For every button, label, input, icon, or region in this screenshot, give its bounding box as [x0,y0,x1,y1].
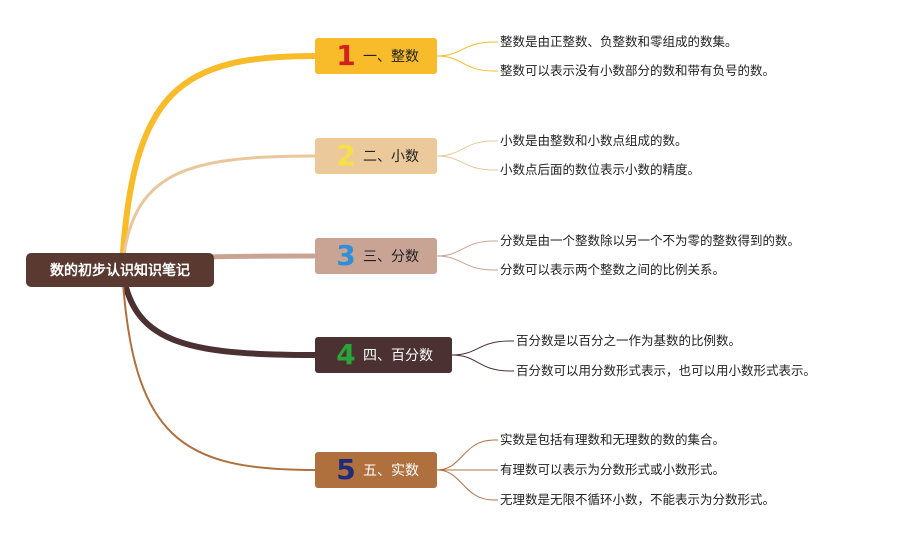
branch-fraction[interactable]: 3 三、分数 [315,238,437,274]
leaf-connector [436,155,498,171]
branch-label: 三、分数 [363,249,419,265]
leaf-note[interactable]: 整数是由正整数、负整数和零组成的数集。 [500,34,738,49]
leaf-note[interactable]: 百分数是以百分之一作为基数的比例数。 [516,333,742,348]
branch-connector [119,53,318,271]
branch-number: 2 [336,139,356,172]
leaf-connector [436,240,498,257]
branch-number: 5 [336,453,356,486]
branch-number: 3 [336,239,356,272]
leaf-connector [436,469,498,501]
branch-connector [119,265,318,358]
leaf-connector [436,55,498,72]
branch-real-number[interactable]: 5 五、实数 [315,452,437,488]
branch-integer[interactable]: 1 一、整数 [315,38,437,74]
leaf-note[interactable]: 百分数可以用分数形式表示，也可以用小数形式表示。 [516,363,817,378]
leaf-note[interactable]: 分数是由一个整数除以另一个不为零的整数得到的数。 [500,233,801,248]
leaf-connector [436,255,498,271]
branch-label: 五、实数 [363,463,419,479]
branch-number: 1 [336,39,356,72]
leaf-note[interactable]: 整数可以表示没有小数部分的数和带有负号的数。 [500,63,776,78]
branch-number: 4 [336,338,356,371]
branch-label: 四、百分数 [363,348,433,364]
branch-label: 一、整数 [363,49,419,65]
leaf-connector [451,340,514,356]
branch-label: 二、小数 [363,149,419,165]
leaf-connector [451,354,514,372]
root-node[interactable]: 数的初步认识知识笔记 [26,253,214,287]
leaf-note[interactable]: 小数点后面的数位表示小数的精度。 [500,162,701,177]
leaf-connector [436,439,498,471]
root-title: 数的初步认识知识笔记 [50,263,190,279]
branch-connector [121,267,316,471]
leaf-note[interactable]: 无理数是无限不循环小数，不能表示为分数形式。 [500,492,776,507]
leaf-note[interactable]: 实数是包括有理数和无理数的数的集合。 [500,432,726,447]
leaf-connector [436,41,498,57]
leaf-note[interactable]: 有理数可以表示为分数形式或小数形式。 [500,462,726,477]
branch-connector [120,154,317,270]
branch-decimal[interactable]: 2 二、小数 [315,138,437,174]
branch-percentage[interactable]: 4 四、百分数 [315,337,452,373]
leaf-note[interactable]: 小数是由整数和小数点组成的数。 [500,133,688,148]
leaf-note[interactable]: 分数可以表示两个整数之间的比例关系。 [500,262,726,277]
leaf-connector [436,140,498,157]
